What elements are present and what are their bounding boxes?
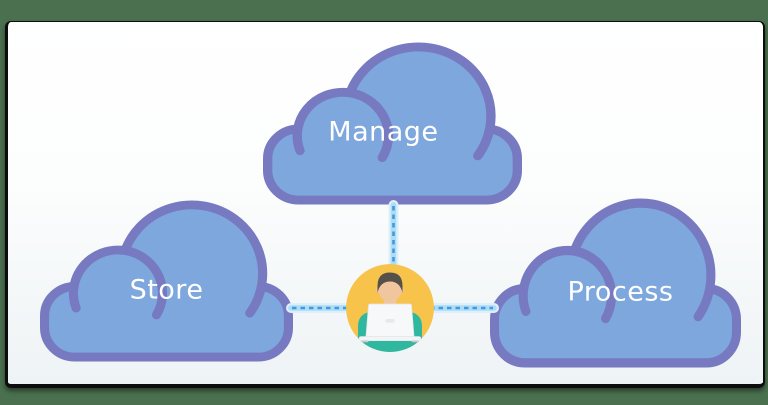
- process-cloud-label: Process: [567, 276, 674, 308]
- cloud-diagram: Manage Store Process: [8, 22, 763, 384]
- person-at-laptop-icon: [346, 264, 434, 352]
- manage-cloud: Manage: [263, 42, 522, 205]
- screenshot-card: Manage Store Process: [5, 21, 765, 388]
- process-cloud: Process: [490, 198, 741, 368]
- user-avatar: [346, 264, 434, 352]
- store-cloud-label: Store: [129, 274, 204, 306]
- store-cloud: Store: [40, 200, 293, 362]
- manage-cloud-label: Manage: [328, 116, 439, 148]
